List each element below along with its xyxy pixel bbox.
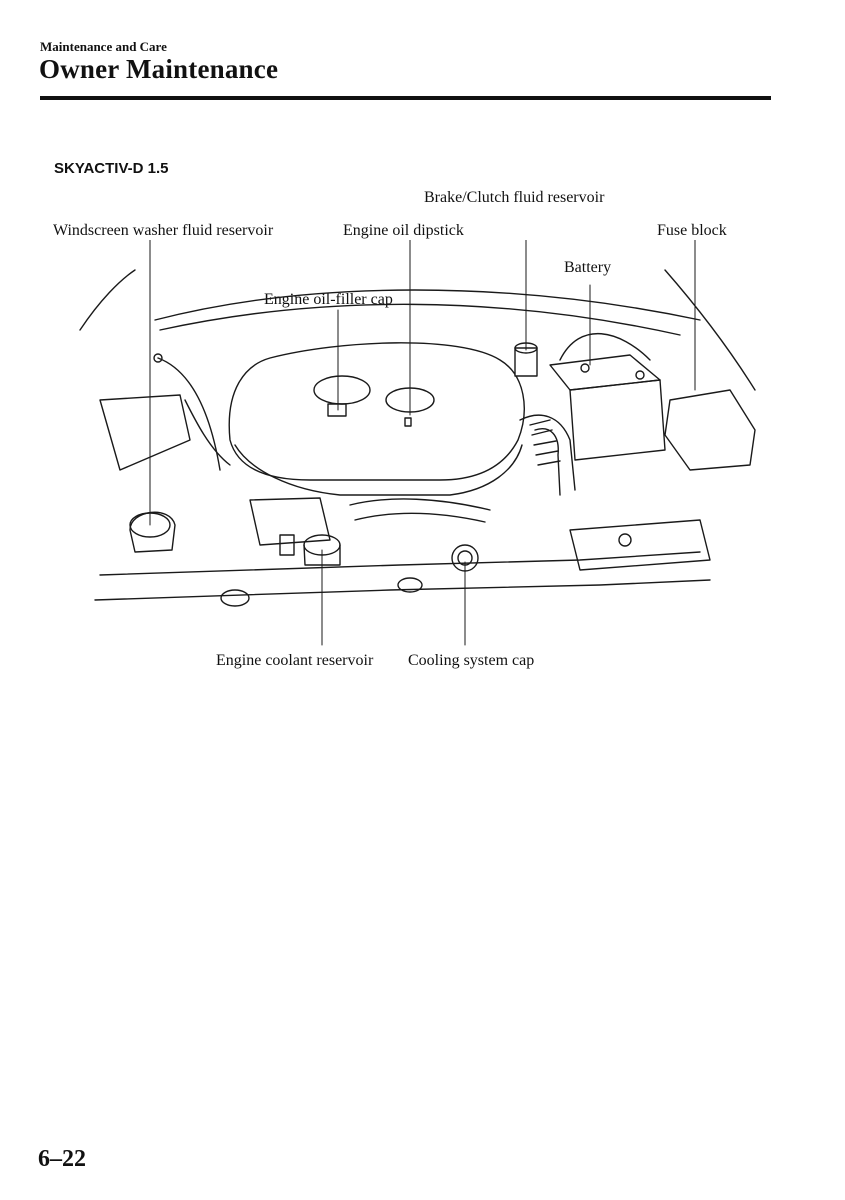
cowl-line-inner [159,303,681,336]
washer-hose-clip [153,353,163,363]
battery-terminal-a [580,363,590,373]
section-label: Maintenance and Care [40,39,167,54]
battery-body [569,379,666,461]
bracket-hole [618,533,632,547]
battery-cable [559,333,651,361]
engine-variant-heading: SKYACTIV-D 1.5 [54,160,169,177]
cowl-line [154,289,701,321]
callout-engine-coolant-reservoir: Engine coolant reservoir [216,652,374,669]
engine-cover-lower [234,444,523,496]
right-fender-line [664,269,756,391]
dipstick-handle-icon [404,417,412,427]
left-pipe [184,399,231,466]
intake-hose-lower [534,428,561,496]
hose-ribs [529,419,561,466]
callout-fuse-block: Fuse block [657,222,727,239]
title-divider [40,96,771,100]
left-duct [99,394,191,471]
washer-reservoir-body [129,511,176,553]
oil-filler-cap-icon [327,403,347,417]
engine-block-detail [249,497,331,546]
sensor-block [279,534,295,556]
callout-cooling-system-cap: Cooling system cap [408,652,535,669]
page-title: Owner Maintenance [39,54,279,84]
support-hole-left [220,589,250,607]
washer-hose [157,357,221,471]
callout-brake-clutch-fluid-reservoir: Brake/Clutch fluid reservoir [424,189,605,206]
callout-windscreen-washer-fluid-reservoir: Windscreen washer fluid reservoir [53,222,274,239]
intake-pipe [349,498,491,511]
intake-pipe-2 [354,512,486,523]
battery-top [549,354,661,391]
engine-bay-diagram [79,240,756,646]
support-hole-mid [397,577,423,593]
intake-hose-upper [519,414,576,491]
radiator-support-lower [94,579,711,601]
battery-terminal-b [635,370,645,380]
fuse-block [664,389,756,471]
page-number: 6–22 [38,1146,86,1172]
engine-cover [228,342,525,481]
radiator-support [99,551,701,576]
callout-engine-oil-dipstick: Engine oil dipstick [343,222,464,239]
left-fender-line [79,269,136,331]
right-bracket [569,519,711,571]
callout-battery: Battery [564,259,612,276]
